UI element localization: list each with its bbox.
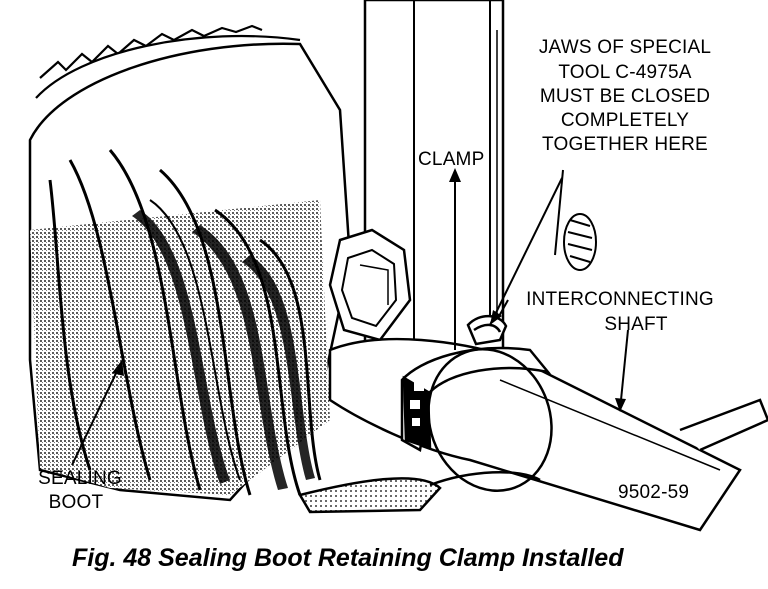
sealing-boot-label-line-1: SEALING <box>38 468 122 489</box>
jaws-label-line-3: MUST BE CLOSED <box>540 86 710 107</box>
sealing-boot <box>48 149 322 496</box>
jaws-label-line-2: TOOL C-4975A <box>558 62 691 83</box>
interconnecting-label-line-2: SHAFT <box>604 314 667 335</box>
leader-lines <box>71 169 629 466</box>
jaws-label-line-4: COMPLETELY <box>561 110 689 131</box>
jaws-label: JAWS OF SPECIAL TOOL C-4975A MUST BE CLO… <box>539 37 711 155</box>
threaded-stud <box>563 213 597 271</box>
jaws-leader-line <box>554 169 564 256</box>
figure-caption: Fig. 48 Sealing Boot Retaining Clamp Ins… <box>72 544 624 572</box>
boot-shadow-bands <box>132 210 315 490</box>
retaining-clamp <box>400 314 553 492</box>
shaft-leader-line <box>619 329 629 411</box>
hex-bolt <box>328 228 412 342</box>
base-lines <box>298 470 541 514</box>
sealing-boot-label-line-2: BOOT <box>49 492 104 513</box>
jaws-label-line-1: JAWS OF SPECIAL <box>539 37 711 58</box>
interconnecting-label-line-1: INTERCONNECTING <box>526 289 714 310</box>
clamp-label: CLAMP <box>418 149 484 170</box>
sealing-boot-label: SEALING BOOT <box>38 468 122 513</box>
jaws-label-line-5: TOGETHER HERE <box>542 134 708 155</box>
sealing-boot-leader-line <box>71 364 121 466</box>
figure-number: 9502-59 <box>618 482 689 503</box>
leader-arrowheads <box>112 168 626 412</box>
jaws-leader-line-2 <box>489 177 563 326</box>
interconnecting-shaft-label: INTERCONNECTING SHAFT <box>526 289 714 335</box>
